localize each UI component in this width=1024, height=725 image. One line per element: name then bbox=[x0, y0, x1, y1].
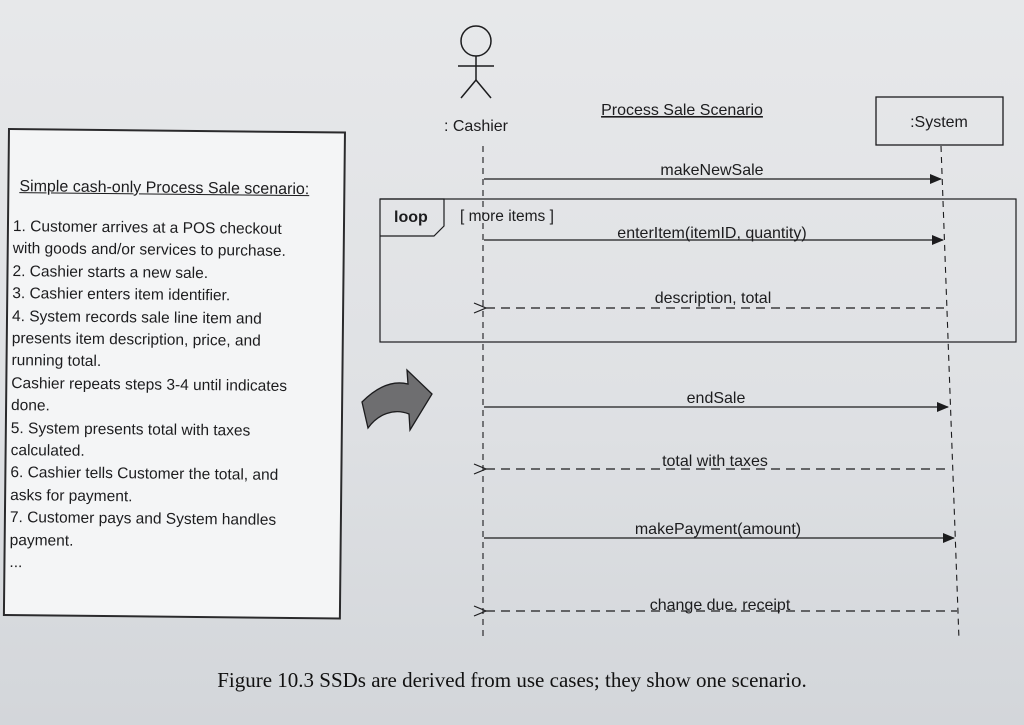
message-label: endSale bbox=[687, 390, 746, 407]
message-label: makePayment(amount) bbox=[635, 521, 801, 538]
loop-label-tab bbox=[380, 198, 445, 237]
message-label: makeNewSale bbox=[660, 162, 763, 179]
cashier-actor-icon bbox=[458, 25, 494, 99]
system-lifeline-box bbox=[875, 96, 1004, 146]
message-label: enterItem(itemID, quantity) bbox=[617, 225, 806, 242]
system-lifeline bbox=[940, 145, 960, 641]
loop-keyword: loop bbox=[394, 209, 428, 226]
message-label: total with taxes bbox=[662, 453, 768, 470]
actor-label: : Cashier bbox=[444, 118, 509, 135]
loop-guard: [ more items ] bbox=[460, 208, 554, 225]
system-sequence-diagram: Process Sale Scenario : Cashier :System … bbox=[361, 25, 1017, 641]
diagram-title: Process Sale Scenario bbox=[601, 102, 763, 119]
derived-from-arrow-icon bbox=[361, 368, 433, 433]
message-label: description, total bbox=[655, 290, 772, 307]
system-label: :System bbox=[910, 114, 968, 131]
message-label: change due, receipt bbox=[650, 597, 791, 614]
figure-caption: Figure 10.3 SSDs are derived from use ca… bbox=[217, 668, 807, 692]
loop-frame bbox=[379, 198, 1017, 343]
